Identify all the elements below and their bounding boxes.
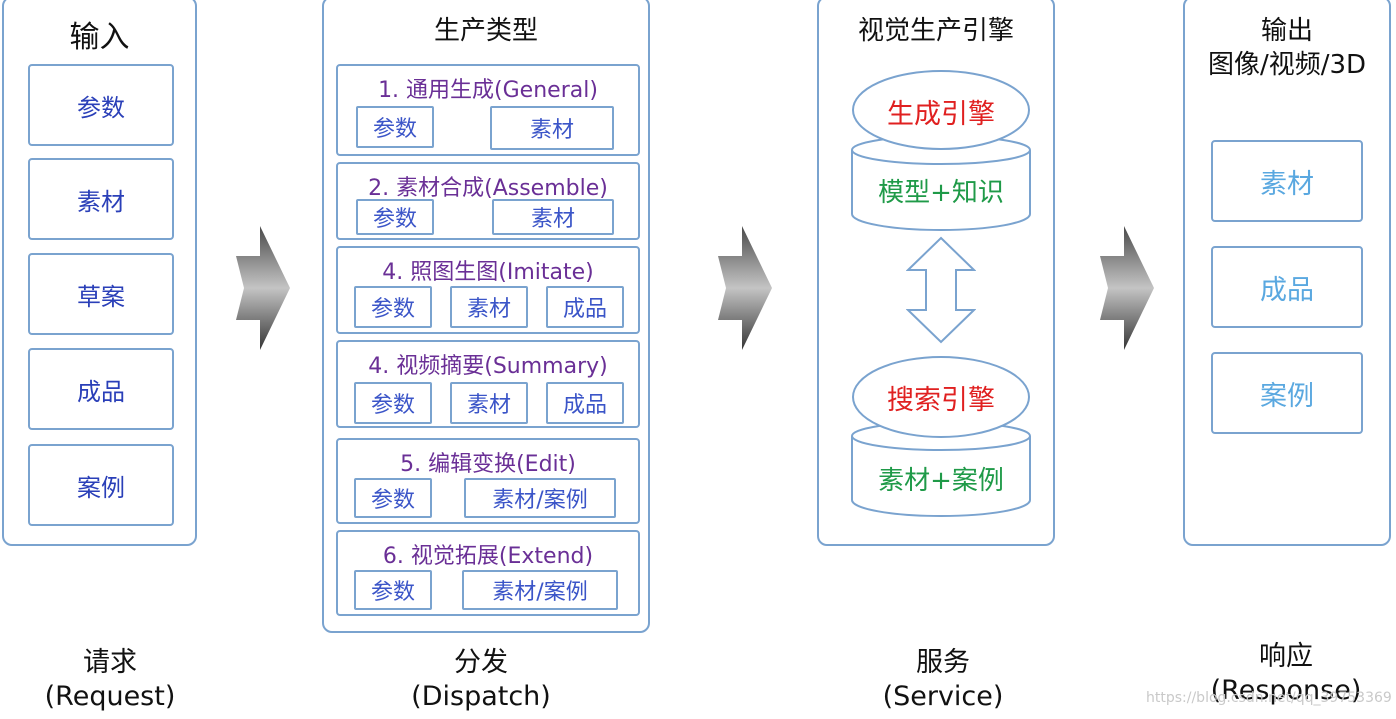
input-caption-cn: 请求 [83, 647, 137, 678]
service-caption-cn: 服务 [916, 647, 970, 678]
input-item-params: 参数 [28, 64, 174, 146]
output-title-line1: 输出 [1260, 16, 1313, 46]
input-panel: 输入 参数 素材 草案 成品 案例 [2, 0, 197, 546]
section-item-params: 参数 [354, 382, 432, 424]
input-item-product: 成品 [28, 348, 174, 430]
generation-engine-label: 生成引擎 [887, 99, 995, 130]
flow-arrow-icon [1100, 226, 1154, 350]
output-title-line2: 图像/视频/3D [1207, 50, 1367, 80]
dispatch-section-general: 1. 通用生成(General) 参数 素材 [336, 64, 640, 156]
section-item-material: 素材 [492, 199, 614, 235]
dispatch-caption-cn: 分发 [454, 647, 508, 678]
search-engine-label: 搜索引擎 [887, 385, 995, 416]
dispatch-caption-en: (Dispatch) [411, 681, 551, 712]
dispatch-section-summary: 4. 视频摘要(Summary) 参数 素材 成品 [336, 340, 640, 428]
section-item-material: 素材 [450, 286, 528, 328]
output-item-product: 成品 [1211, 246, 1363, 328]
section-title: 1. 通用生成(General) [378, 78, 598, 103]
section-title: 4. 视频摘要(Summary) [368, 354, 608, 379]
output-caption-cn: 响应 [1259, 641, 1313, 672]
section-title: 5. 编辑变换(Edit) [400, 452, 576, 477]
section-item-params: 参数 [354, 570, 432, 610]
dispatch-caption: 分发 (Dispatch) [396, 646, 566, 714]
section-item-material: 素材 [490, 106, 614, 150]
dispatch-section-extend: 6. 视觉拓展(Extend) 参数 素材/案例 [336, 530, 640, 616]
input-title: 输入 [69, 20, 130, 55]
input-item-case: 案例 [28, 444, 174, 526]
flow-arrow-icon [718, 226, 772, 350]
section-item-params: 参数 [354, 478, 432, 518]
dispatch-section-assemble: 2. 素材合成(Assemble) 参数 素材 [336, 162, 640, 240]
dispatch-section-imitate: 4. 照图生图(Imitate) 参数 素材 成品 [336, 246, 640, 334]
watermark-text: https://blog.csdn.net/qq_39753369 [1146, 690, 1392, 706]
flow-arrow-icon [236, 226, 290, 350]
dispatch-section-edit: 5. 编辑变换(Edit) 参数 素材/案例 [336, 438, 640, 524]
section-item-material: 素材 [450, 382, 528, 424]
section-item-product: 成品 [546, 382, 624, 424]
generation-engine-ellipse [852, 70, 1030, 150]
section-item-material-case: 素材/案例 [464, 478, 616, 518]
output-item-material: 素材 [1211, 140, 1363, 222]
search-engine-ellipse [852, 356, 1030, 438]
generation-store-label: 模型+知识 [878, 178, 1004, 208]
section-item-material-case: 素材/案例 [462, 570, 618, 610]
input-caption-en: (Request) [44, 681, 176, 712]
section-item-params: 参数 [356, 106, 434, 148]
dispatch-panel: 生产类型 1. 通用生成(General) 参数 素材 2. 素材合成(Asse… [322, 0, 650, 633]
input-item-draft: 草案 [28, 253, 174, 335]
service-caption: 服务 (Service) [868, 646, 1018, 714]
output-item-case: 案例 [1211, 352, 1363, 434]
input-item-material: 素材 [28, 158, 174, 240]
output-caption-en: (Response) [1210, 675, 1362, 706]
service-title: 视觉生产引擎 [857, 16, 1014, 46]
service-caption-en: (Service) [882, 681, 1004, 712]
section-item-params: 参数 [354, 286, 432, 328]
input-caption: 请求 (Request) [40, 646, 180, 714]
output-caption: 响应 (Response) [1196, 640, 1376, 708]
section-title: 4. 照图生图(Imitate) [382, 260, 594, 285]
section-title: 2. 素材合成(Assemble) [368, 176, 608, 201]
bidirectional-arrow-icon [906, 236, 976, 344]
section-title: 6. 视觉拓展(Extend) [382, 544, 594, 569]
search-store-label: 素材+案例 [878, 466, 1004, 496]
section-item-params: 参数 [356, 199, 434, 235]
dispatch-title: 生产类型 [433, 16, 538, 46]
output-panel: 输出 图像/视频/3D 素材 成品 案例 [1183, 0, 1391, 546]
section-item-product: 成品 [546, 286, 624, 328]
